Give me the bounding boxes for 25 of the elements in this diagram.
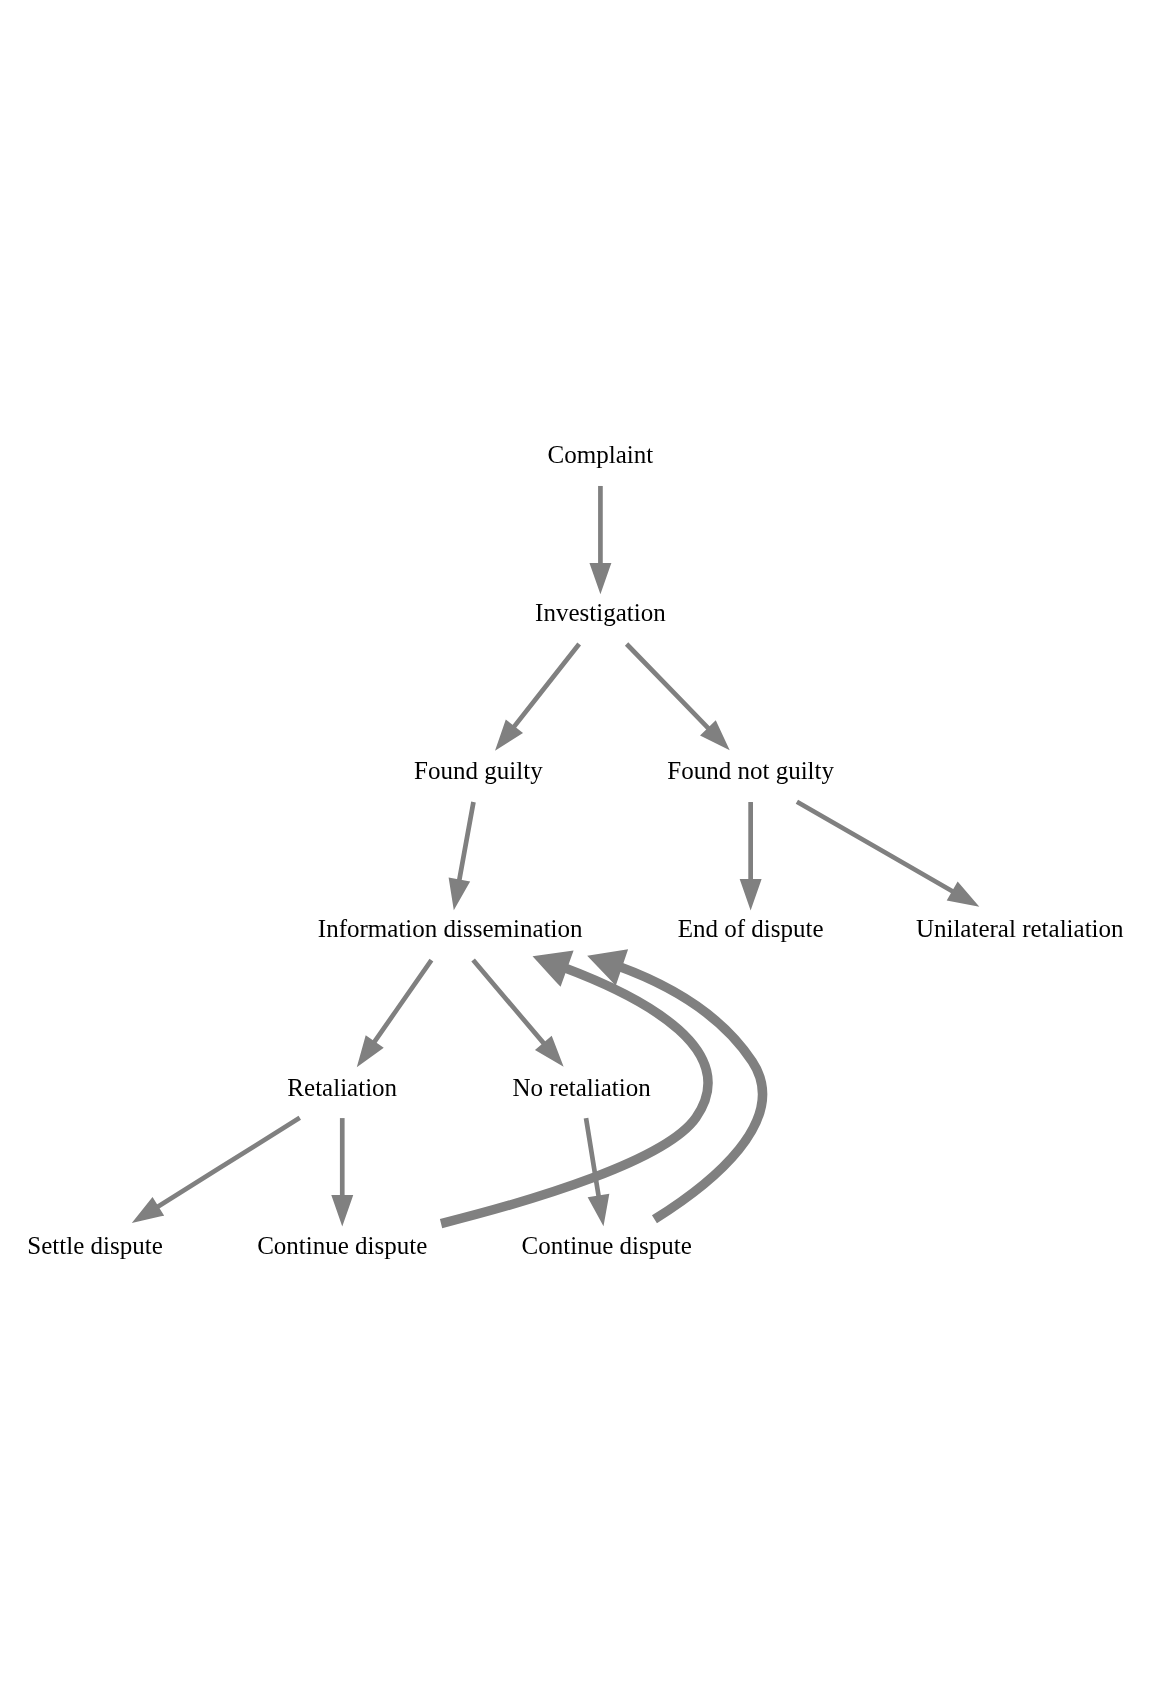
arrow: [795, 799, 980, 907]
node-text: Information dissemination: [317, 914, 583, 942]
arrow: [739, 801, 762, 910]
arrow: [471, 958, 564, 1067]
node-text: Complaint: [547, 440, 654, 468]
node-text: Investigation: [535, 598, 666, 626]
arrow: [583, 1117, 610, 1226]
node-text: Continue dispute: [521, 1231, 692, 1259]
node-text: Found not guilty: [667, 756, 835, 784]
arrow: [331, 1117, 354, 1226]
node-text: Retaliation: [287, 1072, 398, 1100]
arrow: [131, 1115, 301, 1223]
node-text: Unilateral retaliation: [915, 914, 1124, 942]
arrow: [589, 485, 612, 594]
arrow: [495, 642, 581, 751]
node-text: Settle dispute: [27, 1231, 163, 1259]
arrow: [356, 958, 434, 1067]
arrow: [448, 801, 476, 910]
arrow: [439, 950, 713, 1228]
arrow: [624, 641, 730, 750]
node-text: End of dispute: [677, 914, 824, 942]
node-text: Continue dispute: [257, 1231, 428, 1259]
arrow: [587, 948, 767, 1223]
node-text: No retaliation: [512, 1072, 651, 1100]
node-text: Found guilty: [414, 756, 543, 784]
